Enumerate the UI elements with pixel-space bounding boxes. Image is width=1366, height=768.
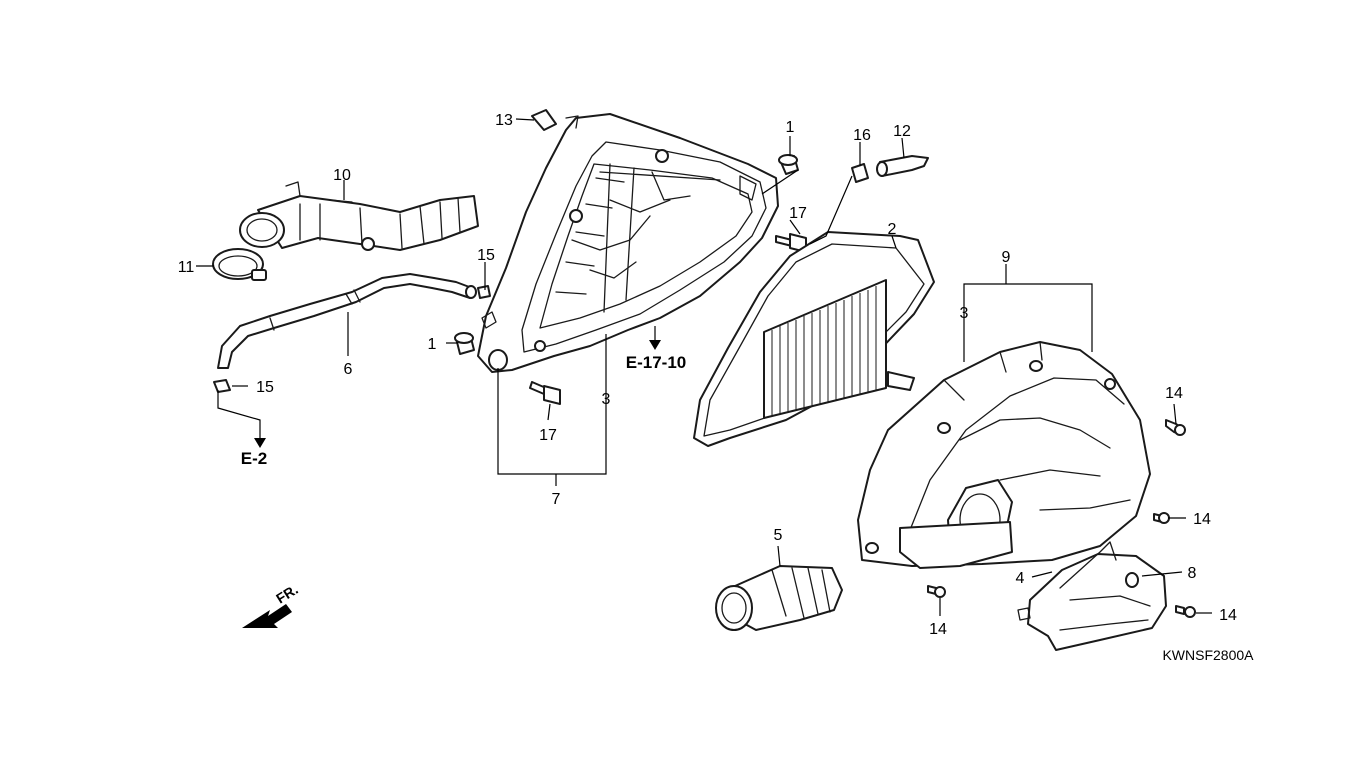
tube-clip-part[interactable] bbox=[477, 285, 491, 299]
ref-arrow bbox=[254, 438, 266, 448]
ref-arrow bbox=[649, 340, 661, 350]
air-cleaner-case-part[interactable] bbox=[477, 113, 779, 373]
diagram-code: KWNSF2800A bbox=[1162, 647, 1254, 663]
callout-7: 7 bbox=[552, 491, 561, 508]
connecting-tube-part[interactable] bbox=[239, 181, 479, 251]
callout-5: 5 bbox=[774, 527, 783, 544]
callout-2: 2 bbox=[888, 221, 897, 238]
ref-e2: E-2 bbox=[241, 449, 267, 468]
callout-14: 14 bbox=[1219, 607, 1237, 624]
tapping-screw-part[interactable] bbox=[1165, 419, 1186, 436]
tapping-screw-part[interactable] bbox=[1153, 512, 1170, 524]
callout-8: 8 bbox=[1188, 565, 1197, 582]
tube-clip-part[interactable] bbox=[851, 163, 869, 183]
callout-16: 16 bbox=[853, 127, 871, 144]
callout-13: 13 bbox=[495, 112, 513, 129]
callout-15: 15 bbox=[477, 247, 495, 264]
callout-1: 1 bbox=[428, 336, 437, 353]
ref-e17-10: E-17-10 bbox=[626, 353, 686, 372]
callout-17: 17 bbox=[539, 427, 557, 444]
callout-6: 6 bbox=[344, 361, 353, 378]
tube-clip-part[interactable] bbox=[213, 379, 231, 393]
front-label: FR. bbox=[273, 581, 301, 607]
intake-duct-part[interactable] bbox=[715, 565, 843, 631]
front-direction-arrow: FR. bbox=[242, 581, 301, 628]
callout-3: 3 bbox=[602, 391, 611, 408]
flange-bolt-part[interactable] bbox=[529, 381, 561, 405]
air-cleaner-cover-part[interactable] bbox=[857, 341, 1151, 569]
air-filter-element-part[interactable] bbox=[693, 231, 935, 447]
callout-14: 14 bbox=[1165, 385, 1183, 402]
drain-tube-part[interactable] bbox=[217, 273, 477, 369]
callout-4: 4 bbox=[1016, 570, 1025, 587]
tapping-screw-part[interactable] bbox=[1175, 605, 1196, 618]
leader-lines bbox=[196, 118, 1212, 616]
drain-plug-part[interactable] bbox=[876, 155, 929, 177]
callout-1: 1 bbox=[786, 119, 795, 136]
callout-14: 14 bbox=[929, 621, 947, 638]
callout-9: 9 bbox=[1002, 249, 1011, 266]
tapping-screw-part[interactable] bbox=[927, 585, 946, 598]
callout-15: 15 bbox=[256, 379, 274, 396]
callout-11: 11 bbox=[178, 259, 195, 276]
callout-12: 12 bbox=[893, 123, 911, 140]
cover-lid-part[interactable] bbox=[1017, 541, 1167, 651]
tube-band-part[interactable] bbox=[212, 248, 267, 281]
callout-14: 14 bbox=[1193, 511, 1211, 528]
grommet-part[interactable] bbox=[778, 154, 799, 175]
callout-17: 17 bbox=[789, 205, 807, 222]
clip-nut-part[interactable] bbox=[531, 109, 557, 131]
callout-3: 3 bbox=[960, 305, 969, 322]
grommet-part[interactable] bbox=[454, 332, 475, 355]
callouts: 10 11 6 15 15 E-2 13 1 16 12 17 1 E-17-1… bbox=[178, 112, 1254, 663]
callout-10: 10 bbox=[333, 167, 351, 184]
